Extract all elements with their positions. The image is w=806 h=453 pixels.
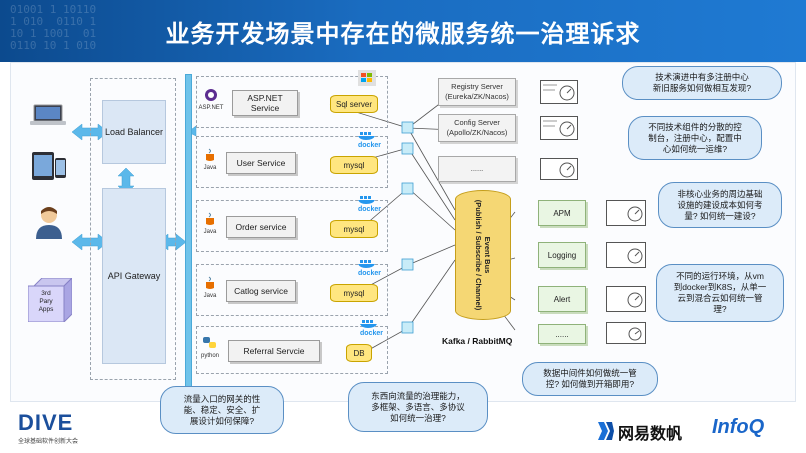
- third-party-apps-label: 3rd Pary Apps: [38, 290, 54, 313]
- aspnet-service-box: ASP.NET Service: [232, 90, 298, 116]
- third-party-apps-box: 3rd Pary Apps: [28, 278, 72, 322]
- connector-node: [401, 182, 414, 195]
- registry-server-box: Registry Server (Eureka/ZK/Nacos): [438, 78, 516, 106]
- config-server-box: Config Server (Apollo/ZK/Nacos): [438, 114, 516, 142]
- order-mysql-db: mysql: [330, 220, 378, 238]
- event-bus-label: Event Bus (Publish / Subscribe / Channel…: [474, 199, 492, 311]
- user-avatar-icon: [34, 205, 64, 239]
- service-row-user: [196, 136, 388, 188]
- catlog-service-box: Catlog service: [226, 280, 296, 302]
- more-server-box: ......: [438, 156, 516, 182]
- service-row-order: [196, 200, 388, 252]
- docker-label: docker: [360, 330, 383, 337]
- callout-console: 不同技术组件的分散的控 制台，注册中心，配置中 心如何统一运维?: [628, 116, 762, 160]
- callout-east-west: 东西向流量的治理能力， 多框架、多语言、多协议 如何统一治理?: [348, 382, 488, 432]
- user-mysql-db: mysql: [330, 156, 378, 174]
- connector-node: [401, 121, 414, 134]
- connector-node: [401, 258, 414, 271]
- docker-label: docker: [358, 142, 381, 149]
- logging-box: Logging: [538, 242, 586, 268]
- api-gateway: API Gateway: [102, 188, 166, 364]
- more-green-box: ......: [538, 324, 586, 344]
- java-logo-icon: Java: [200, 276, 220, 300]
- order-service-box: Order service: [226, 216, 296, 238]
- monitor-icon: [540, 80, 578, 104]
- connector-line: [364, 187, 409, 226]
- monitor-icon: [606, 286, 646, 312]
- callout-registry: 技术演进中有多注册中心 新旧服务如何做相互发现?: [622, 66, 782, 100]
- service-bus-bar: [185, 74, 192, 390]
- connector-node: [401, 142, 414, 155]
- connector-line: [364, 327, 409, 353]
- callout-runtime: 不同的运行环境，从vm 到docker到K8S，从单一 云到混合云如何统一管 理…: [656, 264, 784, 322]
- docker-label: docker: [358, 270, 381, 277]
- laptop-icon: [30, 104, 66, 126]
- kafka-label: Kafka / RabbitMQ: [442, 336, 513, 346]
- connector-line: [407, 187, 456, 231]
- event-bus-cylinder: [455, 190, 511, 320]
- sqlserver-db: Sql server: [330, 95, 378, 113]
- catlog-mysql-db: mysql: [330, 284, 378, 302]
- python-logo-icon: python: [198, 336, 222, 362]
- docker-icon: docker: [358, 130, 381, 149]
- referral-service-box: Referral Servcie: [228, 340, 320, 362]
- arrow-icon: [187, 125, 197, 137]
- connector-line: [407, 259, 456, 329]
- dive-logo: DIVE: [18, 410, 74, 435]
- connector-line: [407, 147, 456, 221]
- page-title: 业务开发场景中存在的微服务统一治理诉求: [165, 21, 641, 48]
- tablet-phone-icon: [32, 152, 66, 180]
- monitor-icon: [606, 322, 646, 344]
- docker-icon: docker: [358, 194, 381, 213]
- callout-data-middleware: 数据中间件如何做统一管 控? 如何做到开箱即用?: [522, 362, 658, 396]
- service-row-catlog: [196, 264, 388, 316]
- monitor-icon: [606, 242, 646, 268]
- connector-node: [401, 321, 414, 334]
- java-logo-icon: Java: [200, 212, 220, 236]
- connector-line: [407, 244, 456, 266]
- user-service-box: User Service: [226, 152, 296, 174]
- windows-logo-icon: [358, 70, 376, 86]
- callout-infra-cost: 非核心业务的周边基础 设施的建设成本如何考 量? 如何统一建设?: [658, 182, 782, 228]
- java-logo-icon: Java: [200, 148, 220, 172]
- netease-brand: 网易数帆: [618, 426, 683, 443]
- gateway-group: [90, 78, 176, 380]
- binary-decoration: 01001 1 10110 1 010 0110 1 10 1 1001 01 …: [10, 3, 97, 52]
- alert-box: Alert: [538, 286, 586, 312]
- monitor-icon: [540, 116, 578, 140]
- apm-box: APM: [538, 200, 586, 226]
- header-banner: 01001 1 10110 1 010 0110 1 10 1 1001 01 …: [0, 0, 806, 62]
- monitor-icon: [540, 158, 578, 180]
- docker-icon: docker: [358, 258, 381, 277]
- dive-subtitle: 全球基础软件创新大会: [18, 439, 79, 445]
- docker-icon: docker: [360, 318, 383, 337]
- netease-logo-icon: [598, 420, 614, 442]
- referral-db: DB: [346, 344, 372, 362]
- load-balancer: Load Balancer: [102, 100, 166, 164]
- service-row-referral: [196, 326, 388, 374]
- monitor-icon: [606, 200, 646, 226]
- callout-gateway: 流量入口的网关的性 能、稳定、安全、扩 展设计如何保障?: [160, 386, 284, 434]
- aspnet-logo-icon: ASP.NET: [198, 88, 224, 111]
- service-row-aspnet: [196, 76, 388, 128]
- docker-label: docker: [358, 206, 381, 213]
- infoq-logo: InfoQ: [712, 416, 765, 438]
- connector-line: [407, 127, 456, 211]
